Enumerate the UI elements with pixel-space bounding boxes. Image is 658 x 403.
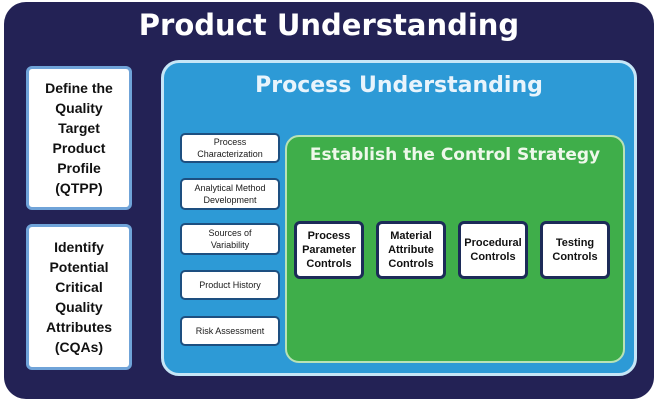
process-parameter-controls-label: Process Parameter Controls: [302, 230, 356, 270]
material-attribute-controls-box: Material Attribute Controls: [376, 221, 446, 279]
product-understanding-panel: Product Understanding Define the Quality…: [4, 2, 654, 399]
sources-of-variability-box: Sources of Variability: [180, 223, 280, 255]
control-strategy-panel: Establish the Control Strategy Process P…: [285, 135, 625, 363]
cqa-label: Identify Potential Critical Quality Attr…: [45, 239, 113, 355]
testing-controls-label: Testing Controls: [552, 237, 598, 263]
process-characterization-label: Process Characterization: [197, 137, 263, 159]
process-title: Process Understanding: [255, 73, 543, 98]
strategy-title: Establish the Control Strategy: [309, 145, 601, 165]
process-characterization-box: Process Characterization: [180, 133, 280, 163]
product-history-label: Product History: [199, 280, 261, 290]
risk-assessment-label: Risk Assessment: [195, 326, 265, 336]
testing-controls-box: Testing Controls: [540, 221, 610, 279]
procedural-controls-label: Procedural Controls: [464, 237, 522, 263]
procedural-controls-box: Procedural Controls: [458, 221, 528, 279]
main-title: Product Understanding: [138, 8, 520, 42]
analytical-method-label: Analytical Method Development: [194, 183, 266, 205]
sources-of-variability-label: Sources of Variability: [208, 228, 252, 250]
product-history-box: Product History: [180, 270, 280, 300]
qtpp-label: Define the Quality Target Product Profil…: [45, 80, 113, 196]
risk-assessment-box: Risk Assessment: [180, 316, 280, 346]
process-understanding-panel: Process Understanding Process Characteri…: [161, 60, 637, 376]
material-attribute-controls-label: Material Attribute Controls: [388, 230, 434, 270]
process-parameter-controls-box: Process Parameter Controls: [294, 221, 364, 279]
cqa-box: Identify Potential Critical Quality Attr…: [26, 224, 132, 370]
analytical-method-box: Analytical Method Development: [180, 178, 280, 210]
qtpp-box: Define the Quality Target Product Profil…: [26, 66, 132, 210]
